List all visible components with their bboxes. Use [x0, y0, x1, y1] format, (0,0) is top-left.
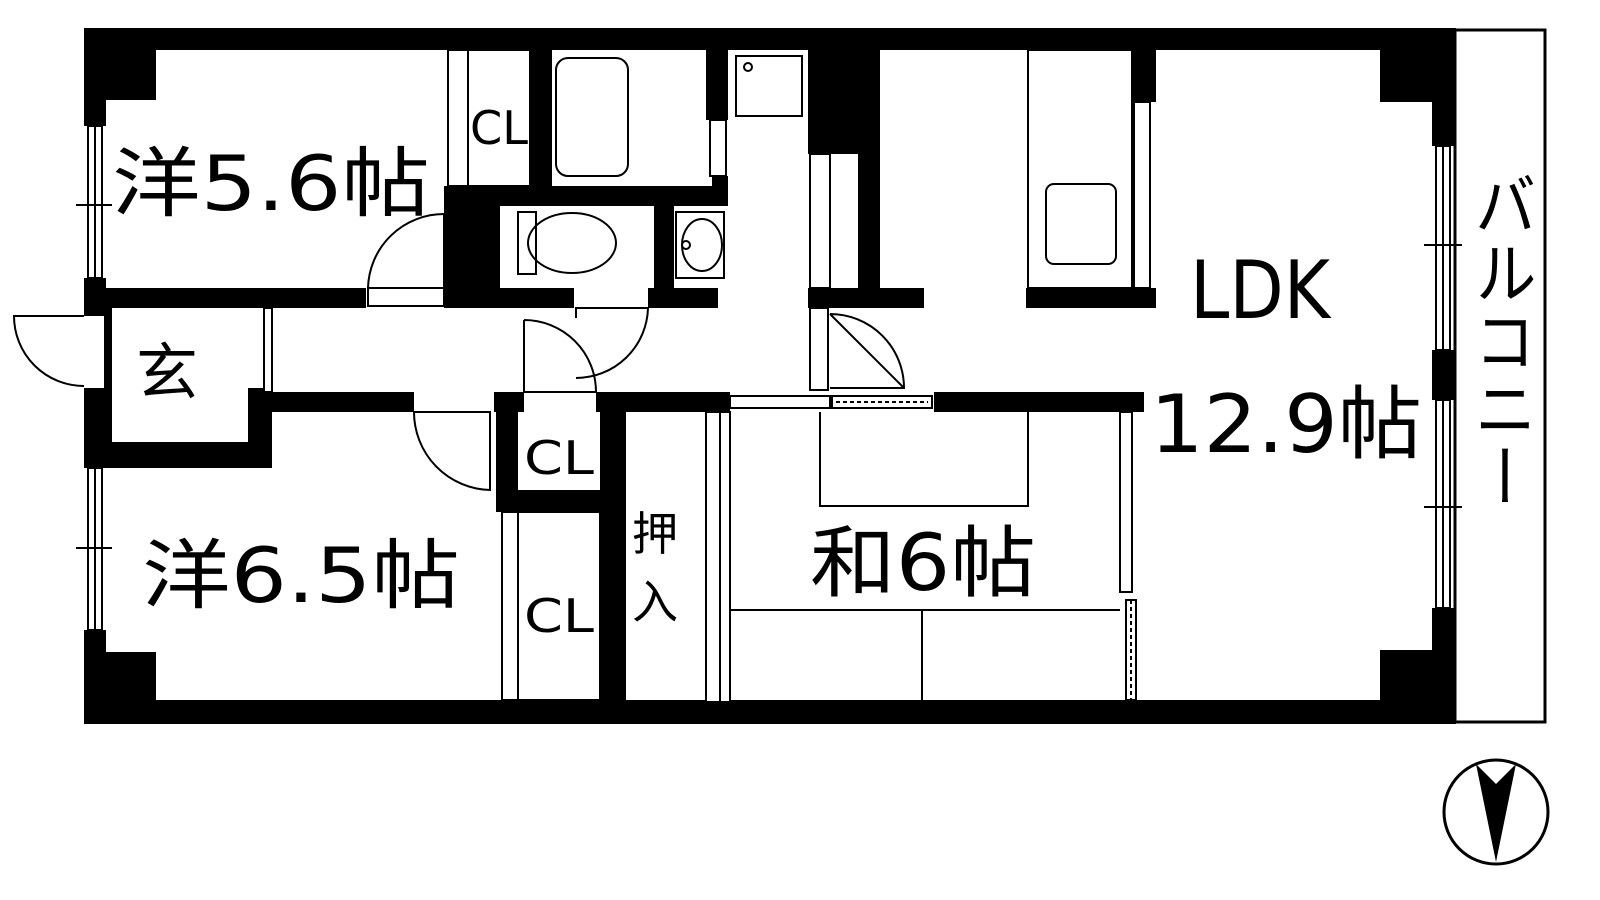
- tatami-lines: [730, 412, 1120, 700]
- balcony-label: バルコニー: [1464, 170, 1537, 510]
- western-room-2-label: 洋6.5帖: [142, 531, 460, 620]
- north-arrow-icon: [1442, 758, 1550, 866]
- western-room-1-label: 洋5.6帖: [112, 139, 430, 228]
- ldk-label: LDK: [1190, 244, 1332, 337]
- swing-doors: [12, 213, 906, 492]
- closet-label-3: CL: [524, 589, 594, 643]
- closet-label-1: CL: [470, 101, 528, 155]
- balcony-area: [1453, 28, 1547, 724]
- ldk-size-label: 12.9帖: [1150, 378, 1422, 471]
- japanese-room-label: 和6帖: [810, 519, 1036, 609]
- oshiire-label-bottom: 入: [632, 575, 678, 629]
- windows: [76, 125, 1462, 631]
- sliding-doors: [263, 49, 1151, 703]
- toilet-icon: [517, 211, 617, 275]
- fixtures: [517, 49, 1133, 700]
- kitchen-counter-icon: [1027, 49, 1133, 289]
- oshiire-label-top: 押: [632, 507, 678, 561]
- washbasin-icon: [675, 211, 725, 279]
- shower-pan-icon: [735, 55, 803, 117]
- entrance-label: 玄: [136, 336, 198, 409]
- room-labels: 洋5.6帖 洋6.5帖 玄 LDK 12.9帖 和6帖 押 入 CL CL CL…: [112, 101, 1537, 643]
- bathtub-icon: [555, 57, 629, 177]
- interior-walls: [84, 50, 1156, 702]
- closet-label-2: CL: [524, 431, 594, 485]
- outer-walls: [84, 28, 1456, 724]
